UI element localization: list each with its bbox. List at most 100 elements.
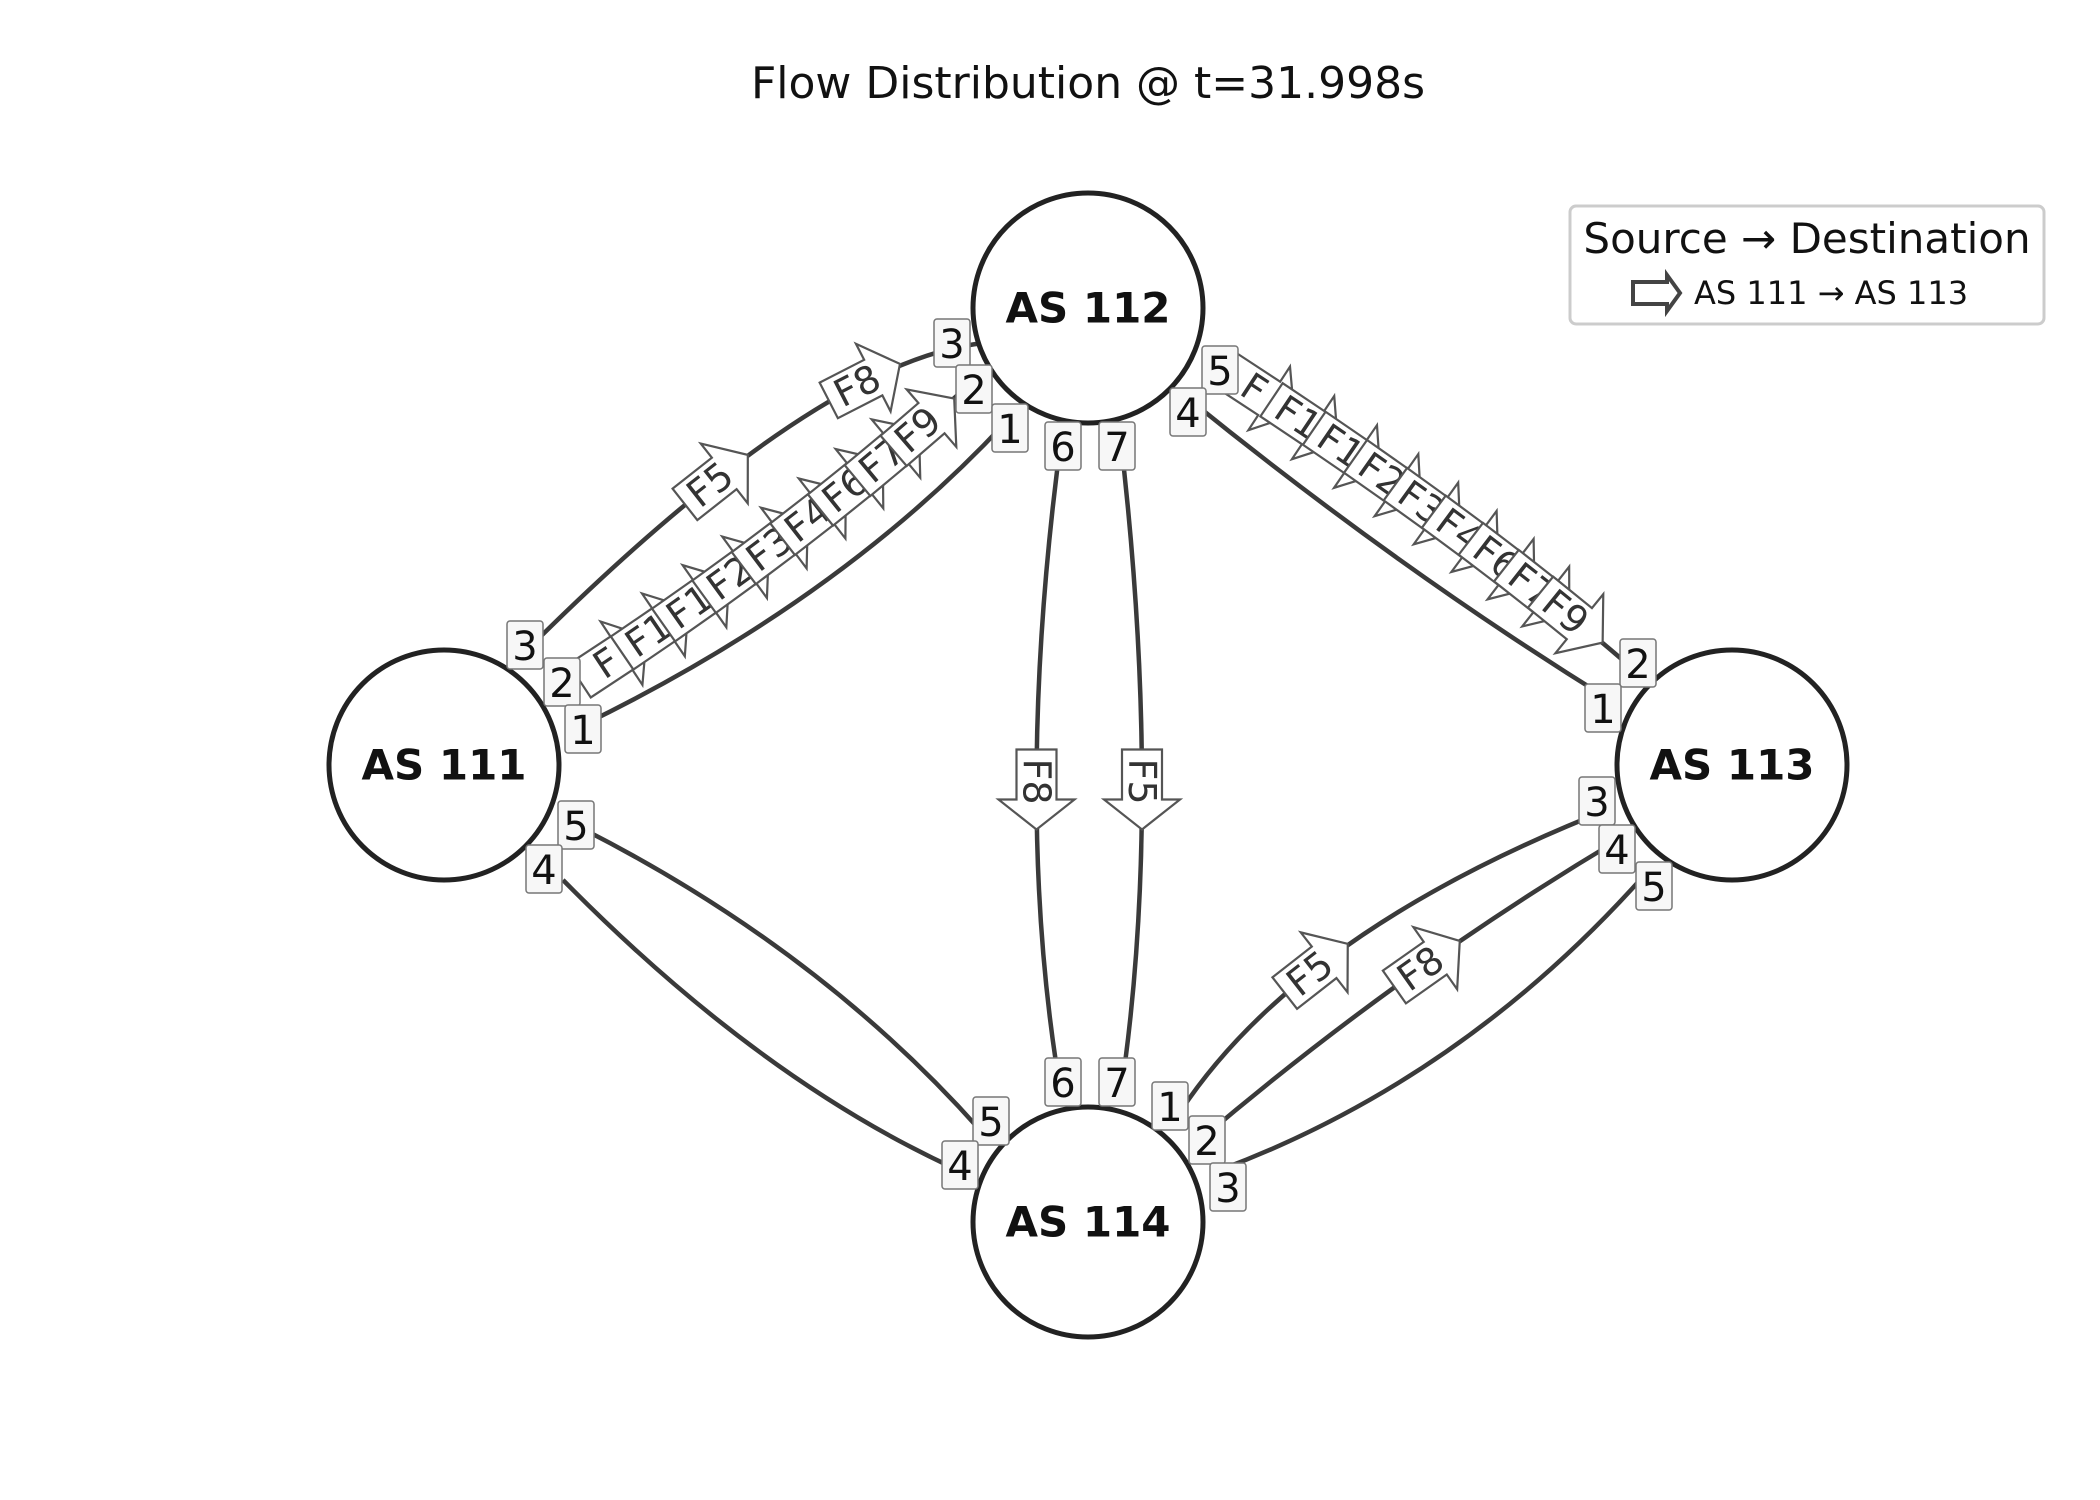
flow-arrow: F9 bbox=[1526, 575, 1605, 655]
port-label-as113: 1 bbox=[1584, 683, 1622, 733]
port-number: 2 bbox=[549, 661, 574, 707]
port-box bbox=[933, 318, 971, 368]
port-number: 4 bbox=[1604, 828, 1629, 874]
port-number: 7 bbox=[1104, 425, 1129, 471]
port-number: 1 bbox=[1157, 1085, 1182, 1131]
node-as113: AS 113 bbox=[1614, 647, 1850, 883]
port-box bbox=[543, 657, 581, 707]
port-number: 7 bbox=[1104, 1061, 1129, 1107]
port-box bbox=[1169, 387, 1207, 437]
legend-box bbox=[1568, 204, 2046, 326]
port-label-as114: 2 bbox=[1188, 1115, 1226, 1165]
port-number: 6 bbox=[1050, 425, 1075, 471]
port-box bbox=[955, 364, 993, 414]
port-box bbox=[1209, 1162, 1247, 1212]
port-label-as114: 1 bbox=[1151, 1081, 1189, 1131]
port-number: 3 bbox=[1215, 1166, 1240, 1212]
port-box bbox=[564, 704, 602, 754]
port-label-as111: 2 bbox=[543, 657, 581, 707]
node-circle bbox=[970, 1104, 1206, 1340]
port-label-as112: 2 bbox=[955, 364, 993, 414]
port-box bbox=[525, 844, 563, 894]
flow-arrow: F5 bbox=[1270, 930, 1349, 1011]
node-as111: AS 111 bbox=[326, 647, 562, 883]
port-label-as114: 6 bbox=[1044, 1057, 1082, 1107]
legend: Source → Destination AS 111 → AS 113 bbox=[1568, 204, 2046, 326]
legend-entry-label: AS 111 → AS 113 bbox=[1694, 274, 1968, 312]
flow-label: F8 bbox=[1015, 758, 1059, 804]
legend-title: Source → Destination bbox=[1583, 214, 2030, 263]
port-label-as113: 3 bbox=[1578, 776, 1616, 826]
node-label: AS 113 bbox=[1649, 741, 1814, 790]
flow-arrow: F8 bbox=[995, 748, 1078, 831]
port-number: 4 bbox=[947, 1144, 972, 1190]
diagram-title: Flow Distribution @ t=31.998s bbox=[751, 58, 1425, 109]
link-as112-as113-4 bbox=[1188, 398, 1612, 702]
node-as112: AS 112 bbox=[970, 190, 1206, 426]
port-number: 5 bbox=[1207, 349, 1232, 395]
port-label-as111: 1 bbox=[564, 704, 602, 754]
node-circle bbox=[1614, 647, 1850, 883]
port-number: 6 bbox=[1050, 1061, 1075, 1107]
port-number: 3 bbox=[512, 624, 537, 670]
port-number: 4 bbox=[531, 848, 556, 894]
port-box bbox=[972, 1096, 1010, 1146]
port-label-as114: 3 bbox=[1209, 1162, 1247, 1212]
port-label-as111: 5 bbox=[557, 800, 595, 850]
port-box bbox=[1098, 1057, 1136, 1107]
port-label-as112: 3 bbox=[933, 318, 971, 368]
port-box bbox=[1044, 421, 1082, 471]
node-label: AS 112 bbox=[1005, 284, 1170, 333]
port-label-as111: 3 bbox=[506, 620, 544, 670]
flow-arrow-shape bbox=[818, 341, 902, 420]
port-box bbox=[1044, 1057, 1082, 1107]
port-label-as112: 4 bbox=[1169, 387, 1207, 437]
port-box bbox=[1201, 345, 1239, 395]
port-box bbox=[1188, 1115, 1226, 1165]
port-box bbox=[1598, 824, 1636, 874]
port-number: 2 bbox=[961, 368, 986, 414]
flow-arrow: F5 bbox=[671, 441, 749, 522]
port-number: 2 bbox=[1625, 642, 1650, 688]
link-as111-as114-7 bbox=[583, 827, 982, 1132]
port-label-as113: 4 bbox=[1598, 824, 1636, 874]
port-label-as111: 4 bbox=[525, 844, 563, 894]
port-number: 5 bbox=[978, 1100, 1003, 1146]
port-label-as114: 4 bbox=[941, 1140, 979, 1190]
port-number: 5 bbox=[563, 804, 588, 850]
port-label-as113: 5 bbox=[1635, 861, 1673, 911]
port-number: 1 bbox=[1590, 687, 1615, 733]
port-box bbox=[991, 403, 1029, 453]
flow-arrow: F5 bbox=[1100, 748, 1184, 831]
flow-arrow-shape bbox=[1526, 575, 1605, 655]
port-label-as114: 5 bbox=[972, 1096, 1010, 1146]
flow-arrow-shape bbox=[671, 441, 749, 522]
port-number: 3 bbox=[939, 322, 964, 368]
port-label-as112: 5 bbox=[1201, 345, 1239, 395]
flow-arrow-shape bbox=[879, 387, 958, 468]
link-as114-as113-11 bbox=[1219, 878, 1642, 1173]
port-label-as113: 2 bbox=[1619, 638, 1657, 688]
link-as111-as112-0 bbox=[533, 340, 985, 644]
port-box bbox=[557, 800, 595, 850]
port-box bbox=[1584, 683, 1622, 733]
flow-label: F5 bbox=[1120, 758, 1164, 804]
port-box bbox=[1098, 421, 1136, 471]
port-label-as114: 7 bbox=[1098, 1057, 1136, 1107]
port-label-as112: 6 bbox=[1044, 421, 1082, 471]
flow-arrow-shape bbox=[995, 748, 1078, 831]
port-box bbox=[1151, 1081, 1189, 1131]
node-label: AS 111 bbox=[361, 741, 526, 790]
flows-layer: F5F8FF1F1F2F3F4F6F7F9FF1F1F2F3F4F6F7F9F8… bbox=[567, 341, 1605, 1011]
port-number: 1 bbox=[997, 407, 1022, 453]
link-as111-as114-8 bbox=[561, 878, 959, 1173]
port-number: 3 bbox=[1584, 780, 1609, 826]
port-number: 4 bbox=[1175, 391, 1200, 437]
port-box bbox=[1619, 638, 1657, 688]
port-box bbox=[506, 620, 544, 670]
flow-arrow: F8 bbox=[1381, 925, 1461, 1005]
port-box bbox=[1578, 776, 1616, 826]
node-as114: AS 114 bbox=[970, 1104, 1206, 1340]
